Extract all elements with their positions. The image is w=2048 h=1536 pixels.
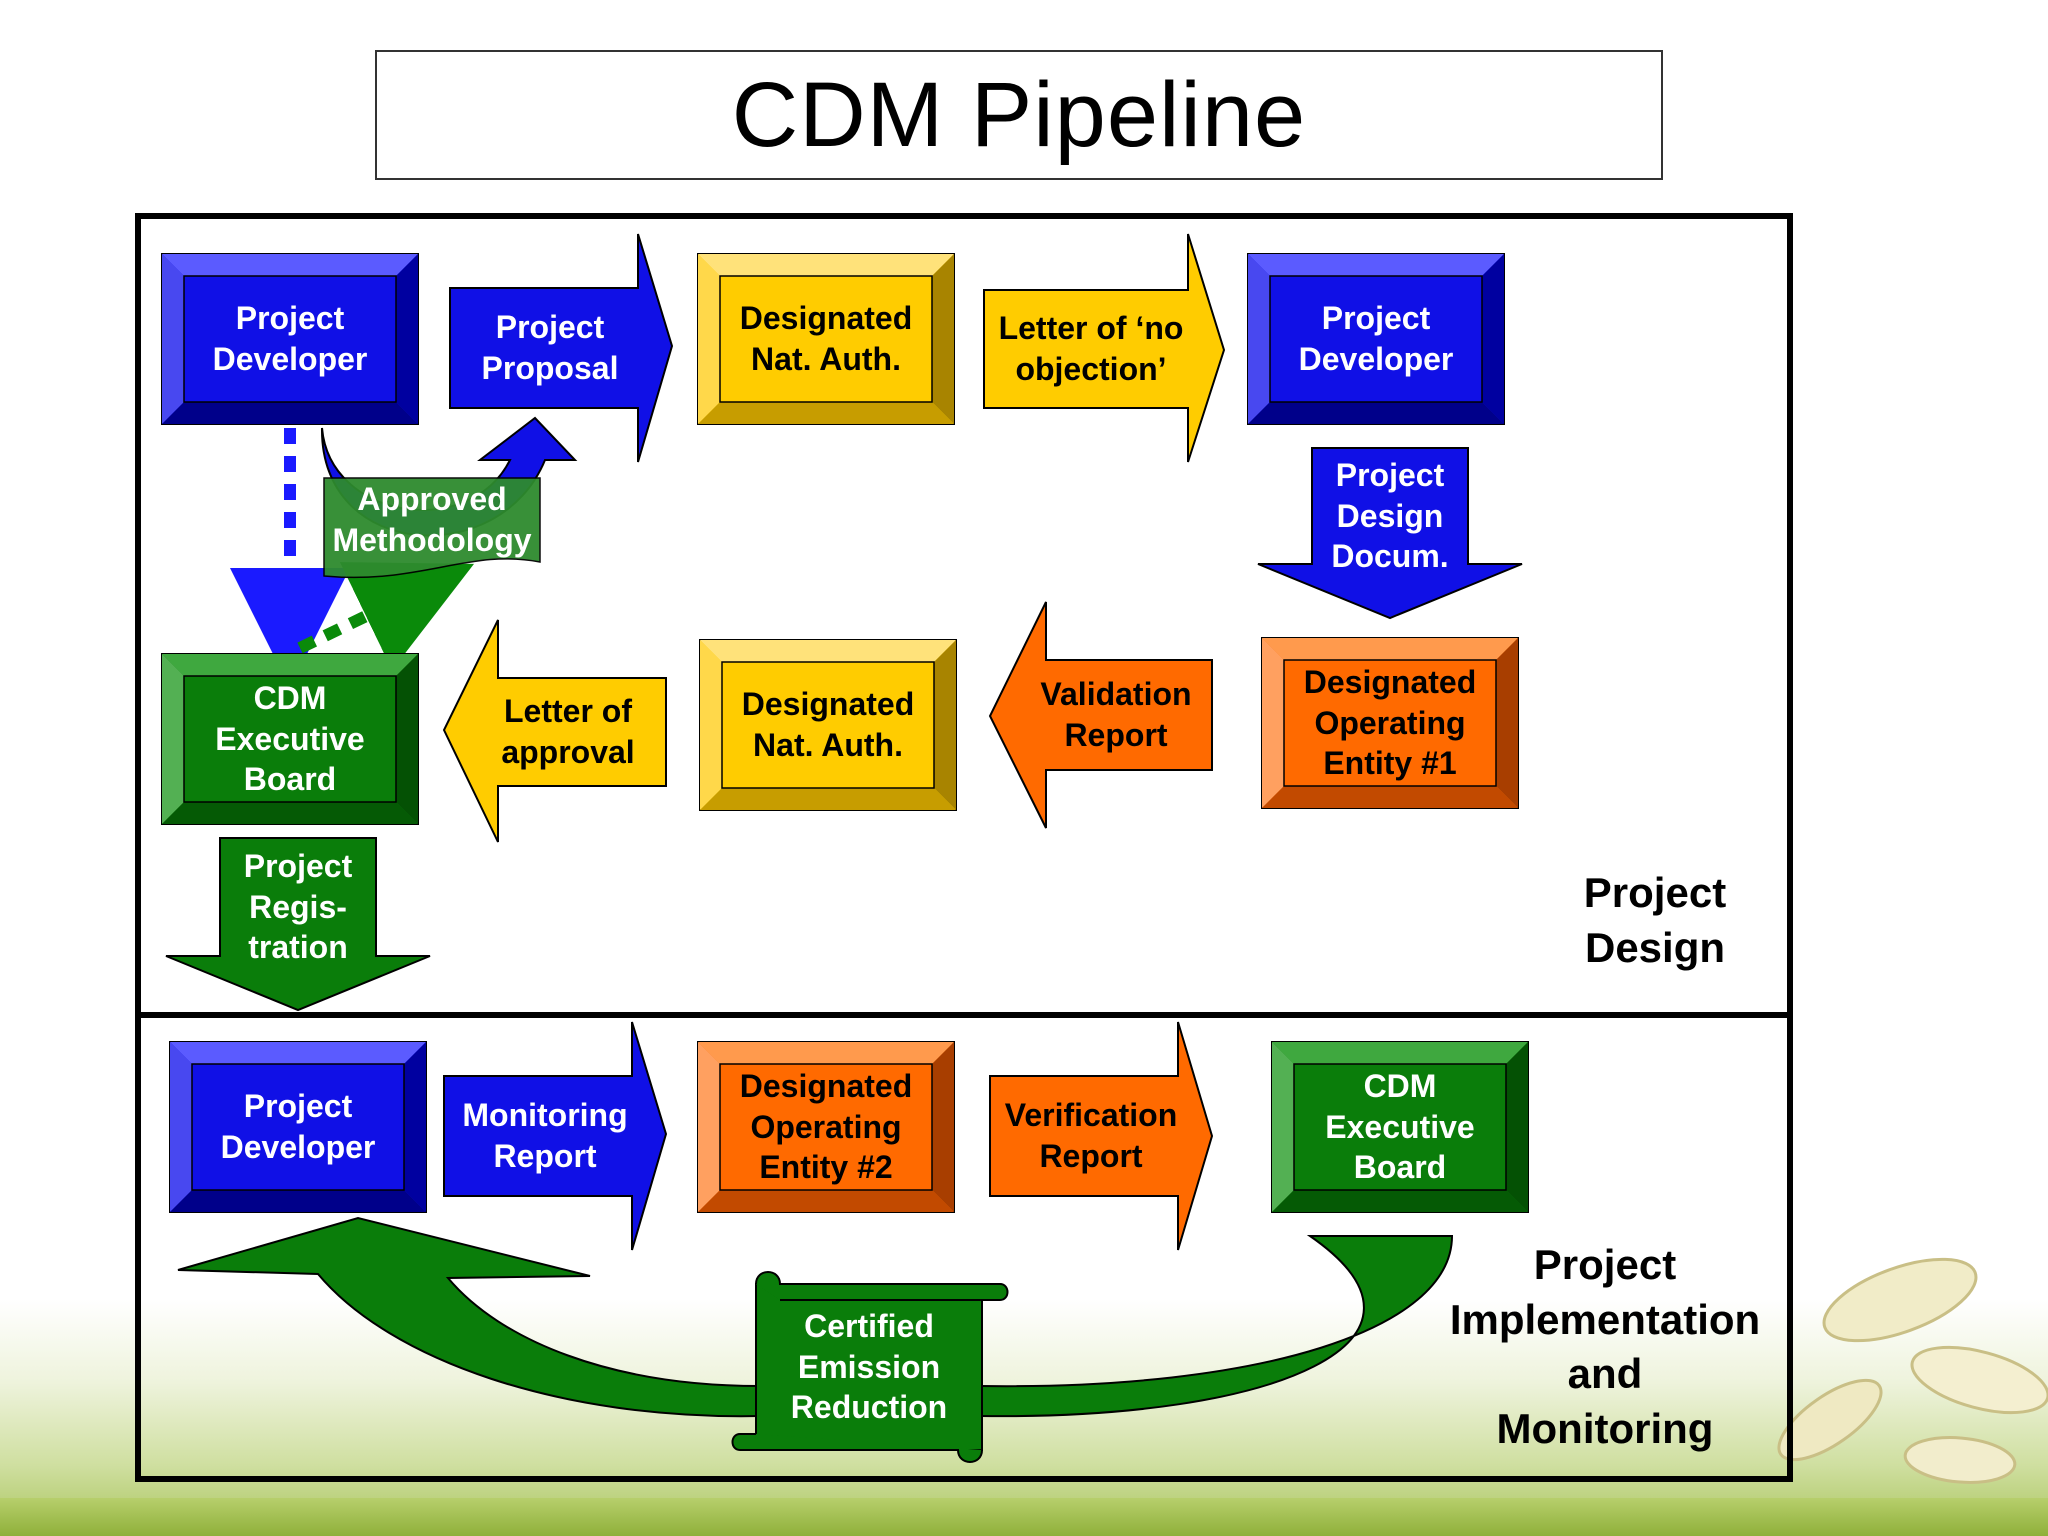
project-developer-box-2 [1247, 253, 1505, 425]
monitoring-report-label: Monitoring Report [462, 1097, 628, 1174]
pdd-arrow [1257, 447, 1523, 620]
implementation-line-3: and [1567, 1350, 1643, 1398]
implementation-line-4: Monitoring [1496, 1404, 1714, 1452]
implementation-line-2: Implementation [1449, 1295, 1761, 1343]
dashed-green-connector [297, 562, 475, 671]
dna-label-1: Designated Nat. Auth. [739, 300, 913, 377]
title-box: CDM Pipeline [375, 50, 1663, 180]
cdm-executive-board-box-2 [1271, 1041, 1529, 1213]
project-developer-label-3: Project Developer [220, 1088, 376, 1165]
cdm-executive-board-label-2: CDM Executive Board [1325, 1067, 1475, 1186]
project-developer-label-1: Project Developer [212, 300, 368, 377]
cer-label: Certified Emission Reduction [790, 1307, 948, 1426]
doe-box-2 [697, 1041, 955, 1213]
project-proposal-arrow [449, 233, 674, 463]
cer-scroll [731, 1271, 1009, 1463]
no-objection-label: Letter of ‘no objection’ [998, 310, 1184, 387]
page-title: CDM Pipeline [731, 63, 1307, 166]
cer-return-arrow [177, 1216, 1454, 1418]
project-design-line-1: Project [1583, 869, 1727, 916]
letter-of-approval-label: Letter of approval [501, 693, 635, 770]
letter-of-approval-arrow [442, 619, 667, 843]
approved-methodology-banner [323, 477, 541, 579]
no-objection-arrow [983, 233, 1226, 463]
project-design-section-label: Project Design [1530, 866, 1780, 975]
project-developer-box-3 [169, 1041, 427, 1213]
doe-box-1 [1261, 637, 1519, 809]
implementation-line-1: Project [1533, 1241, 1677, 1288]
cdm-executive-board-label-1: CDM Executive Board [215, 679, 365, 798]
project-registration-arrow [165, 837, 431, 1012]
project-developer-label-2: Project Developer [1298, 300, 1454, 377]
monitoring-report-arrow [443, 1021, 668, 1251]
project-developer-box-1 [161, 253, 419, 425]
dna-box-1 [697, 253, 955, 425]
background-grass-band [0, 1300, 2048, 1536]
verification-report-label: Verification Report [1004, 1097, 1178, 1174]
doe-label-1: Designated Operating Entity #1 [1303, 663, 1477, 782]
project-design-line-2: Design [1584, 923, 1726, 971]
validation-report-label: Validation Report [1040, 676, 1192, 753]
pdd-label: Project Design Docum. [1331, 456, 1449, 575]
doe-label-2: Designated Operating Entity #2 [739, 1067, 913, 1186]
project-registration-label: Project Regis- tration [243, 847, 353, 966]
cdm-executive-board-box-1 [161, 653, 419, 825]
implementation-frame [135, 1012, 1793, 1482]
dna-label-2: Designated Nat. Auth. [741, 686, 915, 763]
project-proposal-label: Project Proposal [481, 309, 619, 386]
verification-report-arrow [989, 1021, 1214, 1251]
approved-methodology-label: Approved Methodology [332, 481, 532, 558]
validation-report-arrow [988, 601, 1213, 829]
dna-box-2 [699, 639, 957, 811]
implementation-section-label: Project Implementation and Monitoring [1420, 1238, 1790, 1456]
background-stripe [0, 1498, 2048, 1536]
